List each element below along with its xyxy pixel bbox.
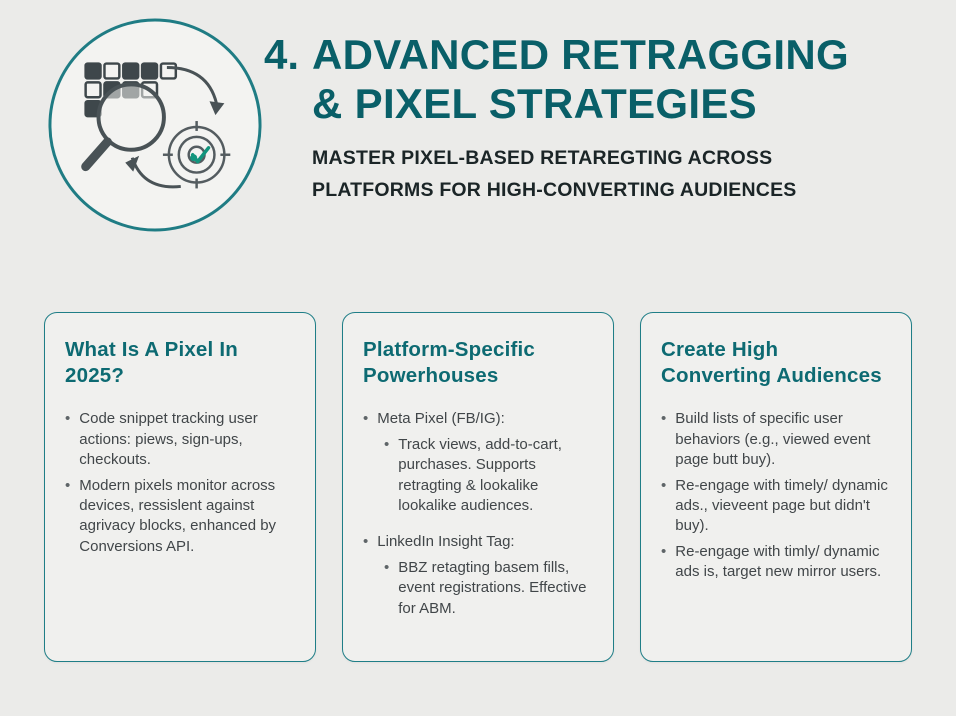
bullet-item: • Re-engage with timely/ dynamic ads., vi… — [661, 476, 891, 537]
page-title: ADVANCED RETRAGGING & PIXEL STRATEGIES — [312, 31, 849, 128]
arrowhead-top — [209, 101, 225, 116]
bullet-item: • Meta Pixel (FB/IG): — [363, 409, 593, 429]
section-number: 4. — [264, 31, 300, 78]
bullet-marker: • — [661, 542, 667, 560]
bullet-text: Build lists of specific user behaviors (… — [675, 410, 871, 469]
magnifier-icon — [81, 82, 166, 172]
pixel-retargeting-icon — [46, 16, 264, 234]
bullet-item: • Code snippet tracking user actions: pie… — [65, 409, 295, 470]
card-title: Platform-Specific Powerhouses — [363, 338, 535, 388]
bullet-text: LinkedIn Insight Tag: — [377, 533, 515, 551]
arrowhead-bottom — [125, 155, 140, 172]
bullet-text: Track views, add-to-cart, purchases. Sup… — [398, 435, 562, 515]
bullet-item: • Modern pixels monitor across devices, r… — [65, 476, 295, 558]
check-icon — [190, 146, 211, 164]
card-bullet-list: • Build lists of specific user behaviors … — [661, 409, 891, 582]
bullet-item: • Build lists of specific user behaviors … — [661, 409, 891, 470]
bullet-marker: • — [384, 558, 390, 576]
bullet-marker: • — [661, 410, 667, 428]
pixel-retargeting-illustration — [48, 18, 262, 232]
card-title: Create High Converting Audiences — [661, 338, 882, 388]
bullet-text: Modern pixels monitor across devices, re… — [79, 476, 277, 555]
sub-bullet-item: • Track views, add-to-cart, purchases. Su… — [384, 435, 593, 517]
card: What Is A Pixel In 2025? • Code snippet t… — [44, 312, 316, 662]
bullet-item: • Re-engage with timly/ dynamic ads is, t… — [661, 542, 891, 583]
card-bullet-list: • Code snippet tracking user actions: pie… — [65, 409, 295, 557]
cards-row: What Is A Pixel In 2025? • Code snippet t… — [0, 312, 956, 662]
sub-bullet-item: • BBZ retagting basem fills, event regist… — [384, 558, 593, 619]
bullet-text: BBZ retagting basem fills, event registr… — [398, 558, 587, 617]
card-bullet-list: • Meta Pixel (FB/IG): • Track views, add-to… — [363, 409, 593, 619]
card: Platform-Specific Powerhouses • Meta Pixe… — [342, 312, 614, 662]
bullet-item: • LinkedIn Insight Tag: — [363, 532, 593, 552]
bullet-text: Code snippet tracking user actions: piew… — [79, 410, 258, 469]
bullet-text: Meta Pixel (FB/IG): — [377, 410, 505, 428]
page-subtitle: MASTER PIXEL-BASED RETAREGTING ACROSS PL… — [312, 147, 797, 201]
header: 4. ADVANCED RETRAGGING & PIXEL STRATEGIE… — [0, 0, 956, 234]
bullet-text: Re-engage with timely/ dynamic ads., vie… — [675, 476, 888, 535]
bullet-marker: • — [65, 410, 71, 428]
bullet-marker: • — [65, 476, 71, 494]
title-column: ADVANCED RETRAGGING & PIXEL STRATEGIES M… — [312, 30, 849, 206]
bullet-marker: • — [363, 410, 369, 428]
bullet-marker: • — [363, 533, 369, 551]
card-title: What Is A Pixel In 2025? — [65, 338, 238, 388]
card: Create High Converting Audiences • Build … — [640, 312, 912, 662]
bullet-text: Re-engage with timly/ dynamic ads is, ta… — [675, 542, 882, 581]
title-block: 4. ADVANCED RETRAGGING & PIXEL STRATEGIE… — [264, 16, 849, 206]
bullet-marker: • — [661, 476, 667, 494]
bullet-marker: • — [384, 435, 390, 453]
